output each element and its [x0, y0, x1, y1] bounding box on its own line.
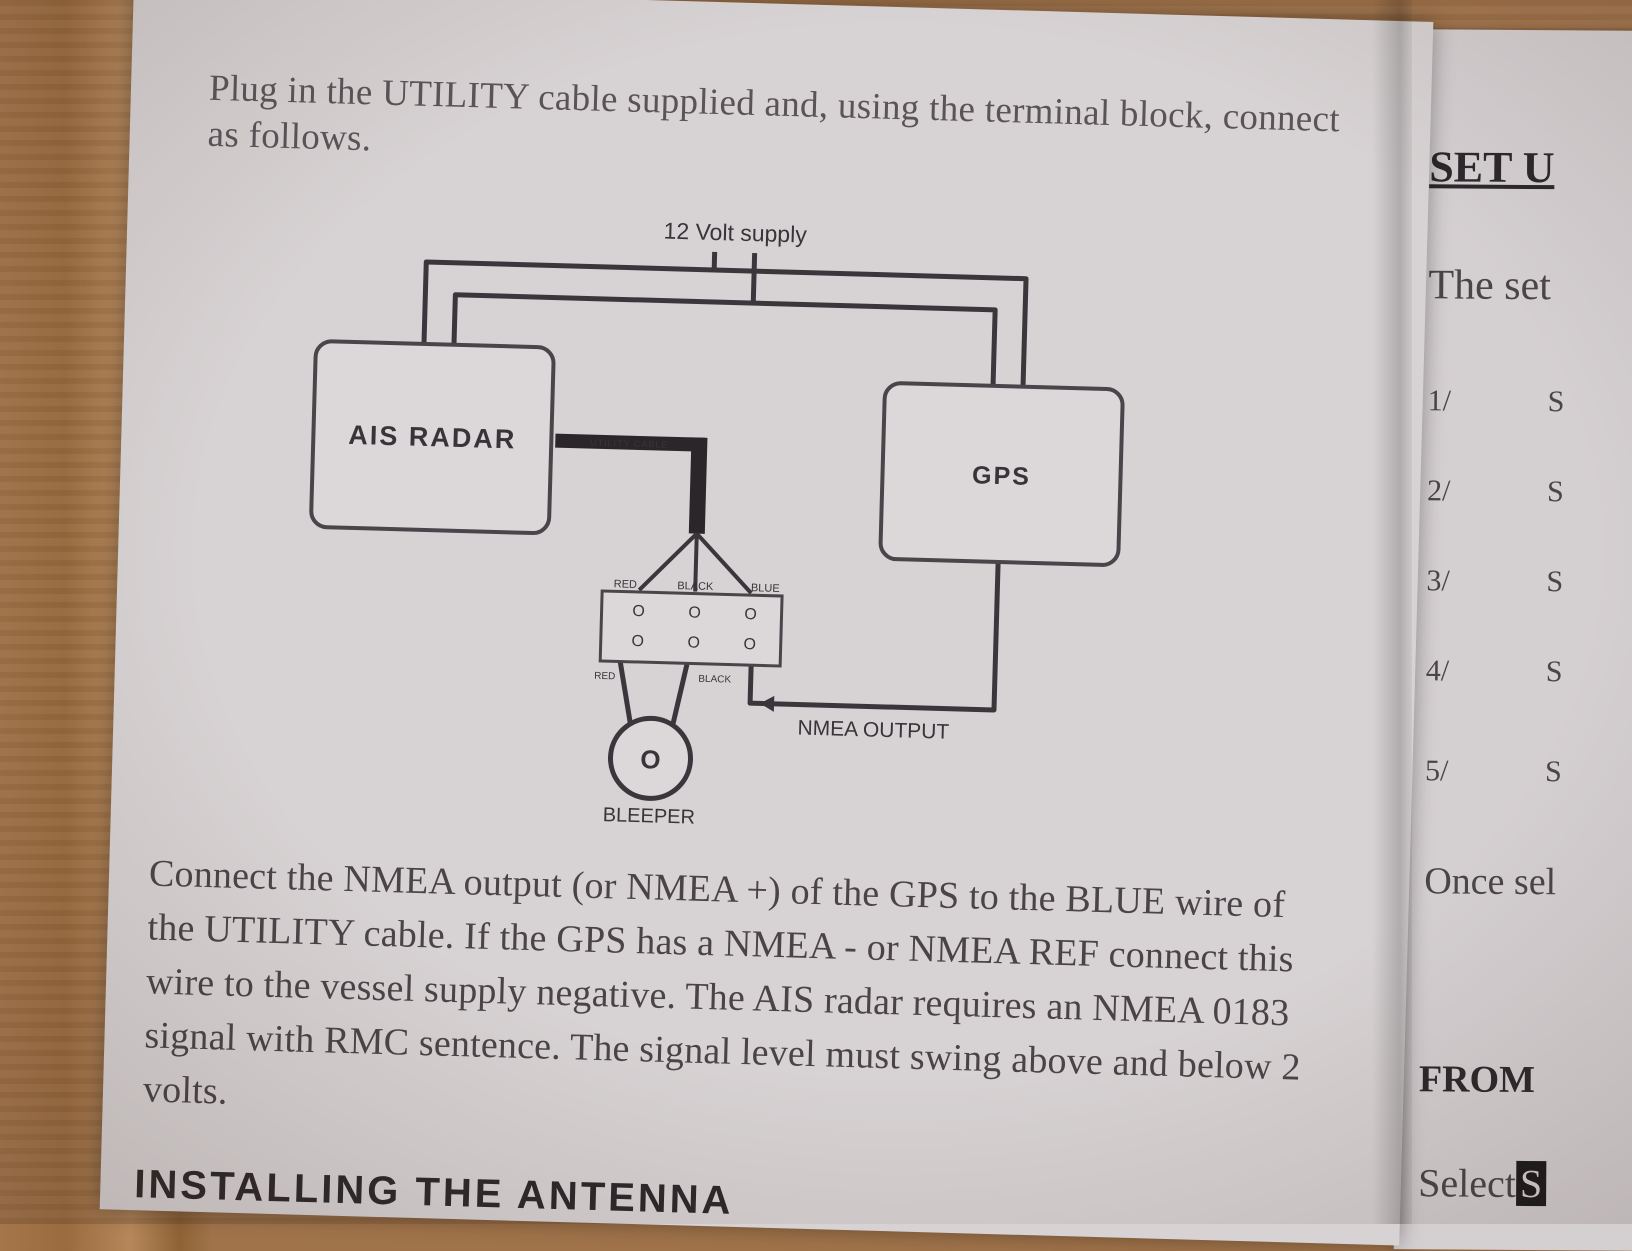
wire-black-split — [693, 533, 699, 592]
terminal-hole: O — [631, 633, 644, 650]
right-page-intro: The set — [1428, 262, 1552, 310]
left-page: Plug in the UTILITY cable supplied and, … — [99, 0, 1434, 1246]
supply-lead-left — [711, 251, 718, 271]
utility-cable-vertical — [688, 437, 708, 534]
step-text: S — [1545, 655, 1563, 689]
gps-label: GPS — [972, 461, 1032, 491]
right-page-from-heading: FROM — [1418, 1058, 1536, 1102]
utility-cable-horizontal — [555, 433, 706, 452]
gps-box — [878, 381, 1125, 567]
step-number: 4/ — [1425, 654, 1450, 688]
right-page: SET U The set 1/S 2/S 3/S 4/S 5/S Once s… — [1393, 29, 1632, 1251]
terminal-block — [598, 589, 784, 668]
step-text: S — [1547, 385, 1565, 419]
wire-label-blue: BLUE — [751, 582, 780, 595]
bleeper-wire-label-red: RED — [594, 671, 615, 683]
supply-lead-right — [750, 253, 758, 302]
step-number: 1/ — [1427, 384, 1452, 418]
right-page-once-text: Once sel — [1424, 860, 1557, 904]
step-text: S — [1544, 755, 1562, 789]
terminal-hole: O — [687, 634, 700, 651]
setup-step: 5/S — [1425, 754, 1625, 789]
step-number: 5/ — [1424, 754, 1449, 788]
wire-red-split — [637, 532, 699, 592]
step-text: S — [1546, 475, 1564, 509]
bleeper-circle — [607, 715, 693, 801]
instruction-paragraph: Connect the NMEA output (or NMEA +) of t… — [142, 852, 1302, 1113]
wire-blue-split — [695, 532, 753, 595]
right-page-select-text: SelectS — [1418, 1159, 1547, 1207]
supply-wire-outer — [421, 259, 1029, 386]
nmea-wire — [747, 559, 1001, 713]
step-number: 2/ — [1426, 474, 1451, 508]
terminal-hole: O — [688, 604, 701, 621]
supply-label: 12 Volt supply — [663, 218, 807, 248]
setup-step: 3/S — [1426, 564, 1626, 599]
right-page-heading: SET U — [1429, 142, 1555, 193]
wire-label-red: RED — [614, 578, 638, 591]
ais-radar-box — [309, 339, 556, 536]
terminal-hole: O — [744, 606, 757, 623]
utility-cable-label: UTILITY CABLE — [590, 438, 669, 450]
supply-wire-inner — [451, 292, 998, 385]
book-gutter-shadow — [1372, 0, 1412, 1224]
select-word: Select — [1418, 1160, 1517, 1206]
wiring-diagram: AIS RADAR GPS 12 Volt supply UTILITY CAB… — [309, 218, 1125, 829]
bleeper-label: BLEEPER — [602, 804, 695, 829]
setup-step: 4/S — [1426, 654, 1626, 689]
terminal-hole: O — [632, 603, 645, 620]
nmea-arrow — [760, 695, 775, 712]
bleeper-center: O — [640, 744, 661, 775]
terminal-hole: O — [743, 636, 756, 653]
setup-step: 1/S — [1428, 384, 1628, 419]
nmea-output-label: NMEA OUTPUT — [797, 716, 949, 743]
step-text: S — [1546, 565, 1564, 599]
step-number: 3/ — [1426, 564, 1450, 598]
wire-label-black: BLACK — [677, 580, 714, 593]
ais-radar-label: AIS RADAR — [348, 420, 517, 455]
setup-step: 2/S — [1427, 474, 1627, 509]
bleeper-wire-label-black: BLACK — [698, 674, 731, 686]
select-highlight: S — [1515, 1160, 1547, 1207]
